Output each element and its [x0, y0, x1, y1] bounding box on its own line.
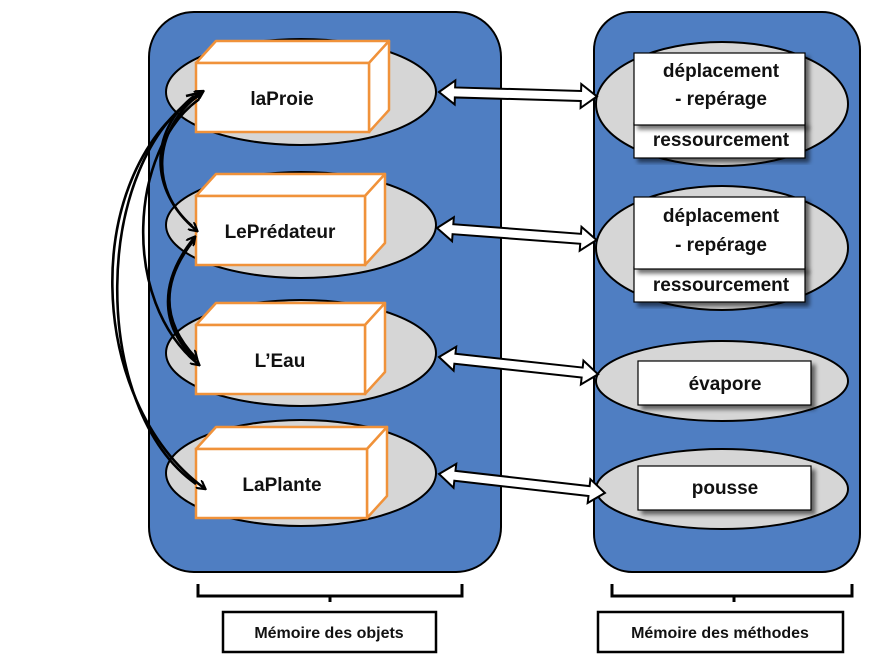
object-box-lepredateur[interactable]: LePrédateur [194, 172, 387, 267]
method-label: évapore [689, 374, 762, 395]
double-arrow [437, 462, 607, 505]
method-label: ressourcement [653, 275, 790, 296]
double-arrow [437, 344, 600, 387]
method-label: déplacement [663, 61, 780, 82]
method-label: - repérage [675, 89, 767, 110]
object-label: L’Eau [255, 351, 306, 372]
object-label: laProie [250, 89, 313, 110]
objects-bracket [196, 584, 464, 602]
method-box-evapore[interactable]: évapore [637, 360, 812, 406]
object-label: LePrédateur [225, 222, 336, 243]
method-box-predateur-proie-1[interactable]: déplacement - repérage ressourcement [633, 52, 806, 159]
double-arrow [437, 78, 599, 110]
method-label: déplacement [663, 206, 780, 227]
method-box-pousse[interactable]: pousse [637, 465, 812, 511]
object-box-laplante[interactable]: LaPlante [194, 425, 389, 520]
method-label: - repérage [675, 235, 767, 256]
method-box-predateur-proie-2[interactable]: déplacement - repérage ressourcement [633, 196, 806, 303]
object-box-leau[interactable]: L’Eau [194, 301, 387, 396]
interaction-arrows [111, 92, 204, 488]
methods-bracket [610, 584, 854, 602]
method-label: ressourcement [653, 130, 790, 151]
double-arrow [435, 215, 599, 253]
object-label: LaPlante [242, 475, 321, 496]
methods-memory-label: Mémoire des méthodes [631, 625, 809, 642]
method-label: pousse [692, 478, 759, 499]
object-box-laproie[interactable]: laProie [194, 39, 391, 134]
objects-memory-label: Mémoire des objets [254, 625, 403, 642]
objects-memory-caption: Mémoire des objets [221, 610, 438, 654]
methods-memory-caption: Mémoire des méthodes [596, 610, 845, 654]
